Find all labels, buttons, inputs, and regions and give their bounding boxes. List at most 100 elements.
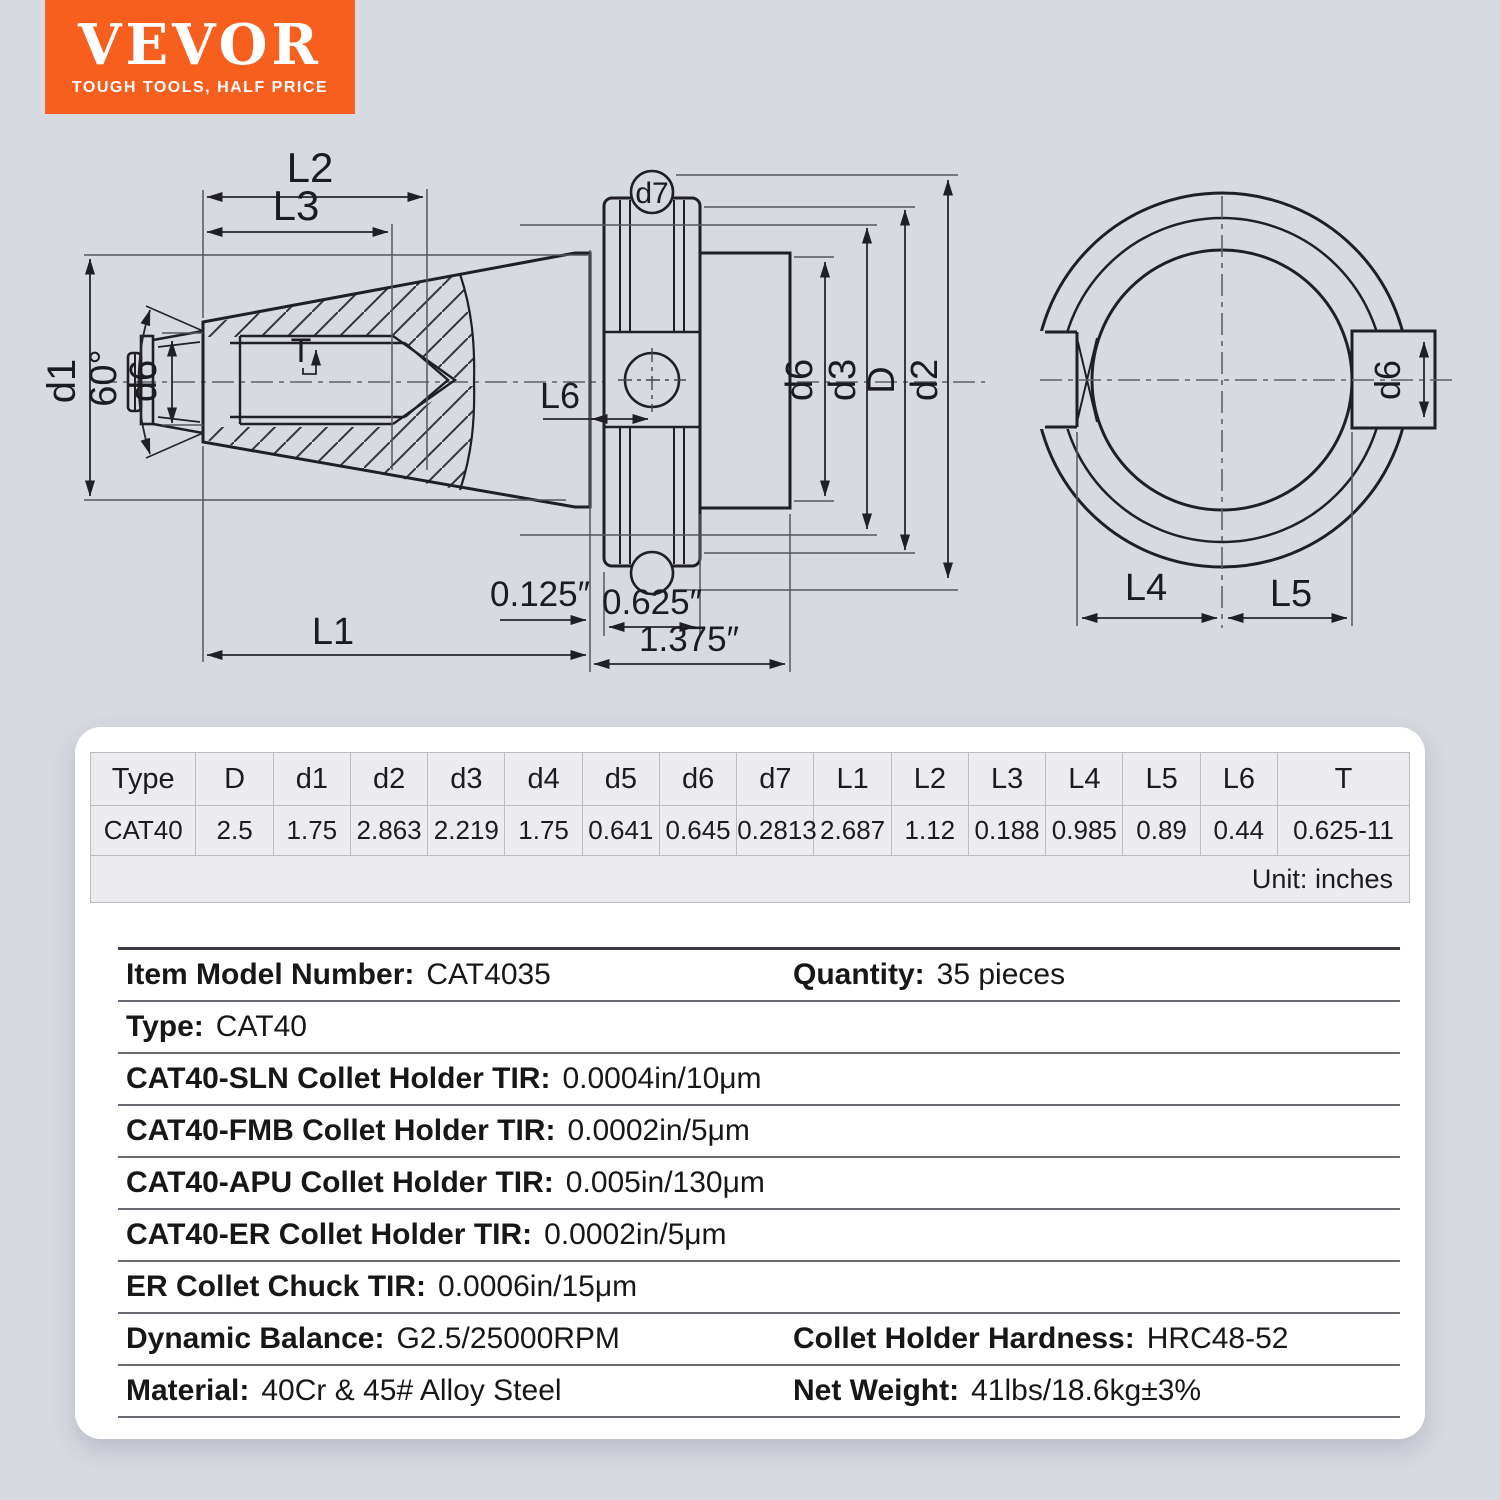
dim-label-d7: d7 xyxy=(635,177,668,210)
spec-card: Type D d1 d2 d3 d4 d5 d6 d7 L1 L2 L3 L4 … xyxy=(75,727,1425,1439)
dim-label-l6: L6 xyxy=(540,375,580,416)
col-header: L5 xyxy=(1122,752,1201,806)
dim-label-60deg: 60° xyxy=(83,349,125,406)
spec-value: 0.0004in/10μm xyxy=(562,1062,762,1095)
spec-label: Quantity: xyxy=(793,958,925,991)
dim-label-l4: L4 xyxy=(1125,567,1167,609)
col-header: d6 xyxy=(658,752,738,806)
dim-label-thread-t: T xyxy=(291,332,312,370)
col-header: d2 xyxy=(349,752,429,806)
dim-label-1375: 1.375″ xyxy=(639,620,739,659)
cylinder-body xyxy=(698,251,792,510)
table-cell: 2.5 xyxy=(195,805,274,856)
spec-row: CAT40-SLN Collet Holder TIR: 0.0004in/10… xyxy=(118,1054,1400,1106)
spec-label: CAT40-FMB Collet Holder TIR: xyxy=(126,1114,556,1147)
table-header-row: Type D d1 d2 d3 d4 d5 d6 d7 L1 L2 L3 L4 … xyxy=(89,752,1411,806)
front-extension-lines xyxy=(1076,432,1353,626)
table-cell: 0.625-11 xyxy=(1276,805,1411,856)
side-view: L2 L3 d1 60° d6 T d7 L6 0.125″ 0.625″ L1… xyxy=(40,144,985,672)
dim-label-d: D xyxy=(861,366,903,393)
col-header: d4 xyxy=(504,752,583,806)
spec-label: CAT40-ER Collet Holder TIR: xyxy=(126,1218,533,1251)
dim-label-d6-body: d6 xyxy=(779,359,821,401)
table-cell: 1.75 xyxy=(504,805,583,856)
spec-value: 0.0002in/5μm xyxy=(567,1114,750,1147)
spec-value: 35 pieces xyxy=(936,958,1066,991)
tool-holder-diagram: L2 L3 d1 60° d6 T d7 L6 0.125″ 0.625″ L1… xyxy=(40,144,1452,672)
dim-label-d2: d2 xyxy=(904,359,946,401)
spec-row: CAT40-FMB Collet Holder TIR: 0.0002in/5μ… xyxy=(118,1106,1400,1158)
dim-label-d6-stud: d6 xyxy=(123,360,165,402)
spec-row: Item Model Number: CAT4035 Quantity: 35 … xyxy=(118,950,1400,1002)
front-dimension-lines xyxy=(1081,341,1429,623)
dim-label-0625: 0.625″ xyxy=(602,583,702,622)
spec-label: Collet Holder Hardness: xyxy=(793,1322,1135,1355)
dimension-table: Type D d1 d2 d3 d4 d5 d6 d7 L1 L2 L3 L4 … xyxy=(89,752,1411,903)
table-cell: 2.687 xyxy=(813,805,892,856)
front-view: L4 L5 d6 xyxy=(1022,191,1452,628)
col-header: Type xyxy=(89,752,197,806)
col-header: L2 xyxy=(890,752,969,806)
section-boundary xyxy=(458,273,476,491)
spec-value: HRC48-52 xyxy=(1146,1322,1289,1355)
table-cell: 0.645 xyxy=(658,805,738,856)
spec-row: CAT40-ER Collet Holder TIR: 0.0002in/5μm xyxy=(118,1210,1400,1262)
col-header: D xyxy=(195,752,274,806)
col-header: T xyxy=(1276,752,1411,806)
table-cell: 0.89 xyxy=(1122,805,1201,856)
dim-label-l1: L1 xyxy=(312,611,354,653)
dim-label-d1: d1 xyxy=(40,359,84,404)
spec-label: Dynamic Balance: xyxy=(126,1322,385,1355)
spec-label: Material: xyxy=(126,1374,250,1407)
key-circle-bottom xyxy=(629,550,675,596)
spec-label: CAT40-APU Collet Holder TIR: xyxy=(126,1166,554,1199)
dim-label-d3: d3 xyxy=(822,359,864,401)
table-cell: 2.219 xyxy=(427,805,506,856)
col-header: d3 xyxy=(427,752,506,806)
col-header: d1 xyxy=(272,752,351,806)
hatch-lower xyxy=(205,386,475,490)
table-cell: 0.44 xyxy=(1199,805,1278,856)
table-value-row: CAT40 2.5 1.75 2.863 2.219 1.75 0.641 0.… xyxy=(89,805,1411,856)
threaded-bore xyxy=(230,334,458,426)
col-header: L6 xyxy=(1199,752,1278,806)
table-cell: 2.863 xyxy=(349,805,429,856)
spec-value: G2.5/25000RPM xyxy=(396,1322,620,1355)
dim-label-d6-front: d6 xyxy=(1367,360,1408,400)
brand-tagline: TOUGH TOOLS, HALF PRICE xyxy=(71,79,329,96)
spec-label: CAT40-SLN Collet Holder TIR: xyxy=(126,1062,551,1095)
vevor-logo: VEVOR TOUGH TOOLS, HALF PRICE xyxy=(45,0,355,114)
spec-list: Item Model Number: CAT4035 Quantity: 35 … xyxy=(118,947,1400,1418)
unit-note: Unit: inches xyxy=(90,855,1410,903)
table-cell: 0.188 xyxy=(967,805,1047,856)
d7-balloon xyxy=(629,169,675,215)
table-cell: CAT40 xyxy=(89,805,197,856)
col-header: L1 xyxy=(813,752,892,806)
spec-label: ER Collet Chuck TIR: xyxy=(126,1270,427,1303)
spec-value: CAT40 xyxy=(215,1010,307,1043)
table-cell: 1.75 xyxy=(272,805,351,856)
spec-value: 0.0006in/15μm xyxy=(438,1270,638,1303)
spec-row: Dynamic Balance: G2.5/25000RPM Collet Ho… xyxy=(118,1314,1400,1366)
dim-label-l5: L5 xyxy=(1270,573,1312,615)
left-notch xyxy=(1045,330,1079,429)
spec-value: 41lbs/18.6kg±3% xyxy=(971,1374,1202,1407)
spec-row: ER Collet Chuck TIR: 0.0006in/15μm xyxy=(118,1262,1400,1314)
spec-value: CAT4035 xyxy=(426,958,551,991)
extension-lines xyxy=(84,174,958,672)
dimension-lines xyxy=(85,179,953,669)
dim-label-0125: 0.125″ xyxy=(490,575,590,614)
col-header: L3 xyxy=(967,752,1047,806)
col-header: L4 xyxy=(1045,752,1124,806)
spec-value: 0.0002in/5μm xyxy=(544,1218,727,1251)
spec-label: Item Model Number: xyxy=(126,958,415,991)
spec-row: Type: CAT40 xyxy=(118,1002,1400,1054)
spec-label: Net Weight: xyxy=(793,1374,960,1407)
flange xyxy=(602,196,702,568)
spec-value: 0.005in/130μm xyxy=(565,1166,765,1199)
brand-wordmark: VEVOR xyxy=(78,12,322,78)
table-cell: 1.12 xyxy=(890,805,969,856)
col-header: d5 xyxy=(581,752,660,806)
dim-label-l2: L2 xyxy=(287,144,334,191)
dim-label-l3: L3 xyxy=(273,182,320,229)
